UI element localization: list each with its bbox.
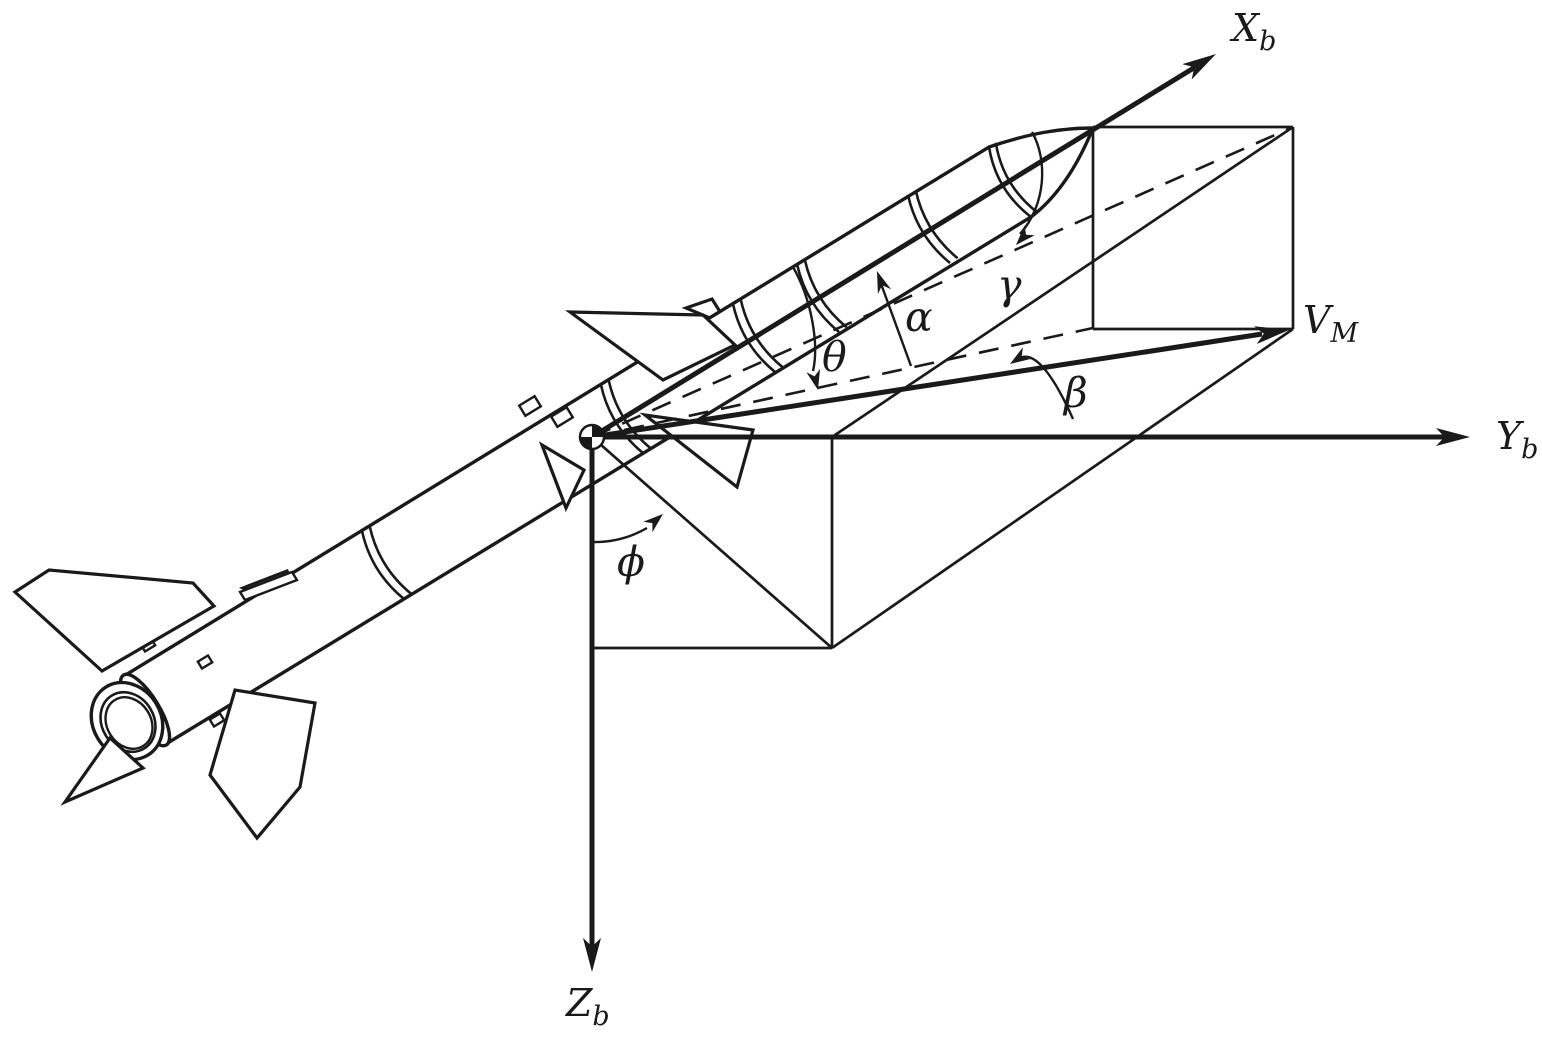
roll-plane-diagonal (591, 435, 833, 650)
zb-arrowhead (583, 938, 601, 972)
z-body-axis (583, 437, 601, 972)
yb-axis-label: Yb (1496, 414, 1538, 465)
gamma-arrowhead (1016, 225, 1035, 245)
xb-arrowhead (1182, 54, 1216, 80)
box-receding-bottom-edge (831, 327, 1294, 650)
angle-phi-arc (591, 514, 663, 544)
angle-theta-arc (791, 266, 820, 390)
xb-axis-label: Xb (1229, 6, 1276, 57)
projection-lower-dashed (591, 326, 1094, 439)
zb-axis-label: Zb (565, 981, 610, 1032)
cg-quadrant-ne (592, 425, 604, 437)
lug (208, 711, 226, 729)
missile-illustration (12, 126, 1096, 841)
beta-label: β (1062, 369, 1088, 417)
theta-label: θ (822, 333, 847, 381)
box-receding-top-edge (831, 125, 1294, 439)
lug (517, 394, 543, 418)
velocity-label-main: V (1303, 298, 1334, 342)
vm-arrowhead (1254, 326, 1289, 344)
velocity-label-sub: M (1329, 318, 1359, 349)
xb-axis-line (590, 63, 1199, 440)
alpha-arrowhead (877, 271, 892, 295)
body-ring (368, 526, 413, 596)
beta-arrowhead (1010, 347, 1031, 364)
phi-arc (591, 526, 648, 544)
gamma-arc (1019, 131, 1044, 235)
tail-fin-dart (60, 735, 146, 806)
reference-box (591, 125, 1295, 650)
velocity-label: VM (1303, 298, 1359, 349)
nozzle-throat (104, 696, 154, 750)
angle-alpha-measure (877, 271, 913, 367)
theta-arrowhead (806, 368, 820, 390)
gamma-label: γ (997, 261, 1022, 309)
cg-quadrant-sw (580, 437, 592, 449)
angle-gamma-arc (1016, 131, 1044, 245)
velocity-vector (591, 326, 1289, 440)
theta-arc (791, 266, 817, 372)
cg-origin-marker (578, 423, 606, 451)
projection-lines (591, 125, 1294, 439)
vm-vector-line (591, 331, 1263, 440)
yb-label-main: Y (1496, 414, 1525, 458)
y-body-axis (592, 428, 1470, 446)
tail-fin-lower (208, 688, 317, 841)
phi-label: ϕ (617, 538, 645, 586)
alpha-line (878, 280, 913, 367)
alpha-label: α (905, 293, 933, 341)
body-ring (360, 530, 405, 601)
conduit-strip (238, 570, 299, 602)
xb-label-main: X (1229, 6, 1261, 50)
mid-fin-upper (564, 310, 738, 382)
yb-arrowhead (1436, 428, 1470, 446)
projection-upper-dashed (591, 125, 1294, 439)
yb-label-sub: b (1521, 434, 1538, 465)
zb-label-sub: b (592, 1001, 609, 1032)
lug (549, 405, 575, 429)
x-body-axis (590, 54, 1216, 440)
angle-beta-arc (1010, 347, 1075, 420)
zb-label-main: Z (565, 981, 593, 1025)
lug (196, 653, 214, 671)
xb-label-sub: b (1259, 26, 1276, 57)
phi-arrowhead (643, 514, 663, 533)
mid-fin-dart (538, 441, 587, 513)
tail-fin-upper (12, 568, 217, 673)
